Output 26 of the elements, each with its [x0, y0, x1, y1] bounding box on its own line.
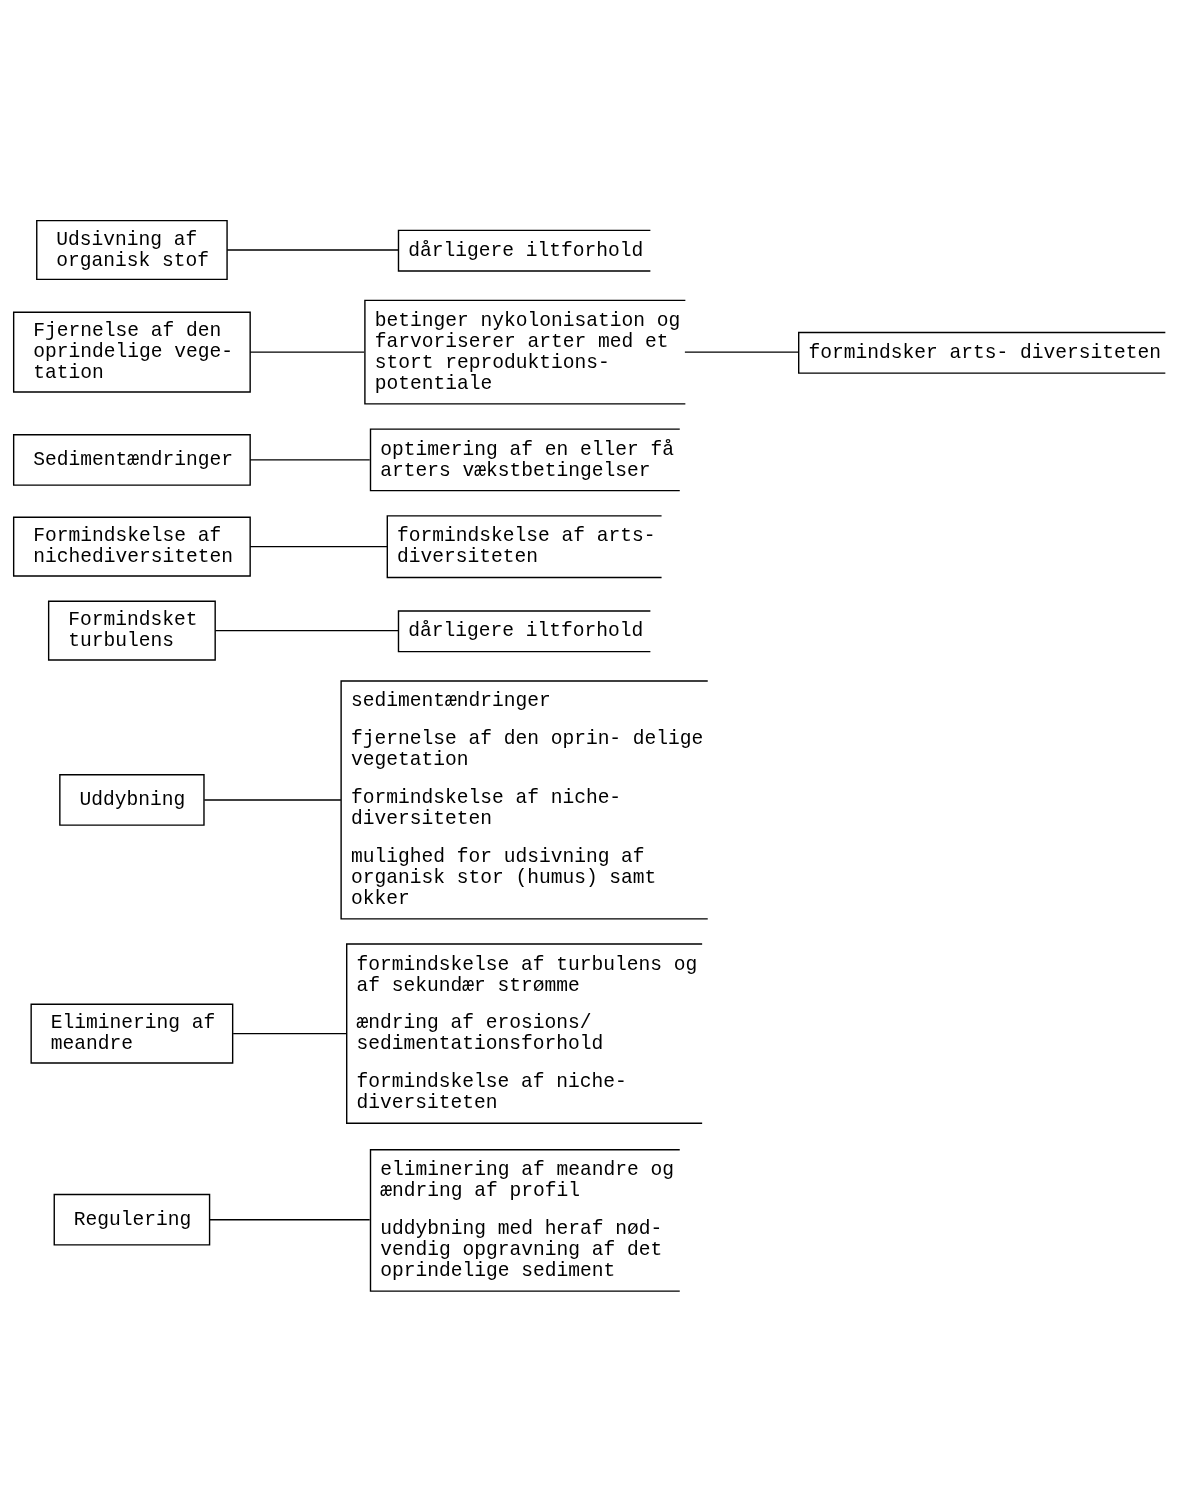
node-box: Sedimentændringer [12, 434, 251, 486]
node-box: Fjernelse af den oprindelige vege- tation [12, 311, 251, 393]
node-text: betinger nykolonisation og farvoriserer arter med et stort reproduktions- potentiale [374, 309, 681, 395]
node-box: Formindskelse af nichediversiteten [12, 516, 251, 577]
node-text: sedimentændringer fjernelse af den oprin- delige vegetation formindskelse af niche- diversiteten mulighed for udsivning af organisk stor (humus) samt okker [350, 690, 704, 910]
connector [249, 459, 371, 461]
connector [209, 1219, 371, 1221]
connector [203, 799, 342, 801]
node-text: dårligere iltforhold [408, 620, 644, 643]
node-box: Udsivning af organisk stof [36, 219, 228, 281]
node-box: Uddybning [59, 774, 205, 826]
node-text: optimering af en eller få arters vækstbetingelser [380, 438, 675, 482]
connector [232, 1032, 348, 1035]
node-text: formindsker arts- diversiteten [808, 342, 1161, 365]
node-box: Formindsket turbulens [47, 600, 216, 661]
node-text: eliminering af meandre og ændring af profil uddybning med heraf nød- vendig opgravning af det oprindelige sediment [380, 1159, 675, 1282]
node-text: formindskelse af turbulens og af sekundær strømme ændring af erosions/ sedimentationsforhold formindskelse af niche- diversiteten [356, 953, 698, 1115]
connector [226, 249, 399, 251]
node-box: Regulering [53, 1193, 211, 1246]
node-box: Eliminering af meandre [30, 1003, 234, 1064]
node-text: formindskelse af arts- diversiteten [397, 525, 656, 569]
connector [249, 545, 388, 548]
connector [214, 629, 400, 632]
connector [684, 351, 800, 353]
connector [249, 351, 365, 353]
node-text: dårligere iltforhold [408, 239, 644, 262]
